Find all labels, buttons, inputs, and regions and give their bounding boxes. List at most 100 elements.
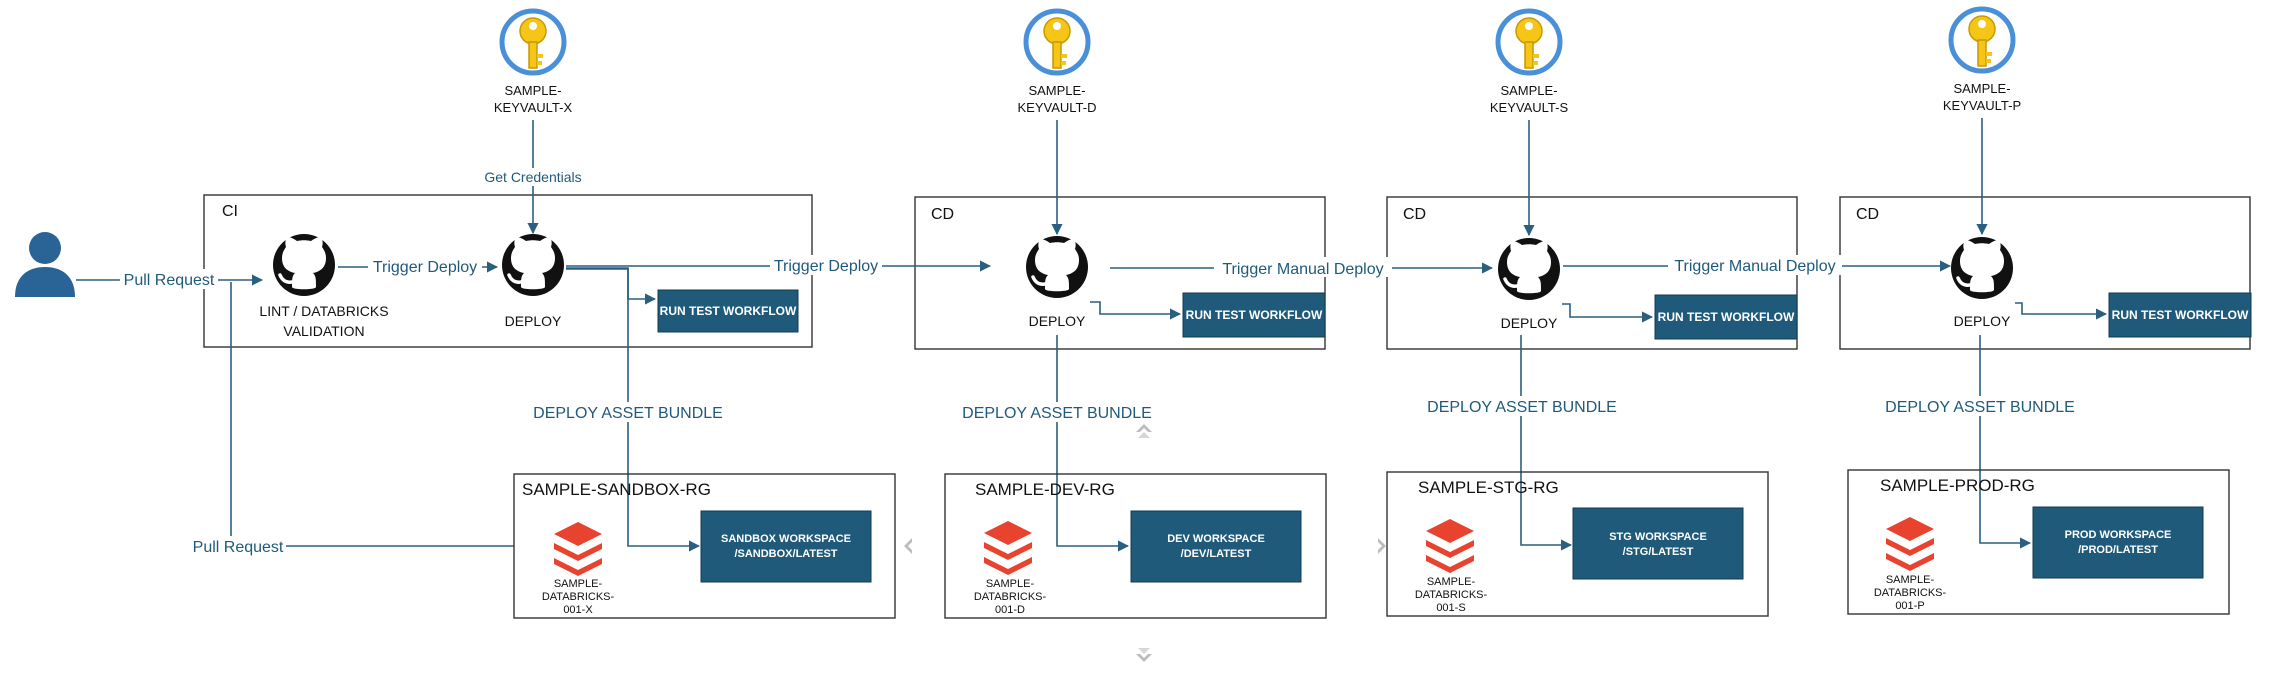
stage-title-cd-stg: CD xyxy=(1403,206,1426,223)
workspace-prod[interactable] xyxy=(2032,506,2204,579)
deploy-label-d: DEPLOY xyxy=(1029,313,1086,329)
trigger-label-1-bg xyxy=(368,256,482,276)
deploy-bundle-label-d-bg xyxy=(967,402,1147,422)
workspace-sandbox-line1: SANDBOX WORKSPACE xyxy=(721,533,851,545)
databricks-s-line3: 001-S xyxy=(1436,602,1465,614)
trigger-label-1: Trigger Deploy xyxy=(373,259,477,276)
keyvault-x-line1: SAMPLE- xyxy=(504,83,561,98)
deploy-bundle-label-d: DEPLOY ASSET BUNDLE xyxy=(962,405,1152,422)
databricks-x-icon xyxy=(554,522,602,576)
trigger-label-2-bg xyxy=(770,255,882,275)
workspace-dev-line2: /DEV/LATEST xyxy=(1181,548,1252,560)
databricks-s-line1: SAMPLE- xyxy=(1427,576,1476,588)
pull-request-label-bg xyxy=(120,269,218,289)
keyvault-p-line2: KEYVAULT-P xyxy=(1943,98,2021,113)
github-deploy-s-icon xyxy=(1496,236,1562,302)
databricks-p-line3: 001-P xyxy=(1895,600,1924,612)
get-credentials-bg xyxy=(470,168,596,186)
connector-run-test-x xyxy=(566,267,657,305)
databricks-x-line3: 001-X xyxy=(563,604,593,616)
user-icon xyxy=(15,232,75,297)
keyvault-x-line2: KEYVAULT-X xyxy=(494,100,573,115)
deploy-bundle-label-p: DEPLOY ASSET BUNDLE xyxy=(1885,399,2075,416)
rg-name-stg: SAMPLE-STG-RG xyxy=(1418,478,1559,497)
rg-box-stg xyxy=(1386,471,1769,617)
run-test-label-s: RUN TEST WORKFLOW xyxy=(1658,310,1795,324)
keyvault-s-line1: SAMPLE- xyxy=(1500,83,1557,98)
stage-title-cd-dev: CD xyxy=(931,206,954,223)
handle-left-icon[interactable] xyxy=(904,538,912,554)
workspace-prod-line2: /PROD/LATEST xyxy=(2078,544,2158,556)
pull-request-return-bg xyxy=(190,536,286,556)
connector-run-test-s xyxy=(1562,303,1654,323)
rg-name-sandbox: SAMPLE-SANDBOX-RG xyxy=(522,480,711,499)
deploy-bundle-label-x-bg xyxy=(538,402,718,422)
databricks-s-icon xyxy=(1426,519,1474,573)
databricks-d-line2: DATABRICKS- xyxy=(974,591,1047,603)
lint-label-line1: LINT / DATABRICKS xyxy=(259,303,388,319)
databricks-d-icon xyxy=(984,521,1032,575)
databricks-d-line3: 001-D xyxy=(995,604,1025,616)
workspace-sandbox-line2: /SANDBOX/LATEST xyxy=(734,548,837,560)
keyvault-d-line2: KEYVAULT-D xyxy=(1018,100,1097,115)
workspace-stg-line1: STG WORKSPACE xyxy=(1609,531,1707,543)
run-test-label-x: RUN TEST WORKFLOW xyxy=(660,304,797,318)
databricks-s-line2: DATABRICKS- xyxy=(1415,589,1488,601)
github-deploy-d-icon xyxy=(1024,234,1090,300)
workspace-dev-line1: DEV WORKSPACE xyxy=(1167,533,1265,545)
workspace-prod-line1: PROD WORKSPACE xyxy=(2065,529,2172,541)
stage-title-ci: CI xyxy=(222,203,238,220)
run-test-button-s[interactable] xyxy=(1654,294,1798,340)
stage-title-cd-prod: CD xyxy=(1856,206,1879,223)
keyvault-x-icon xyxy=(502,11,564,73)
workspace-dev[interactable] xyxy=(1130,510,1302,583)
databricks-p-icon xyxy=(1886,517,1934,571)
trigger-label-4: Trigger Manual Deploy xyxy=(1674,258,1835,275)
pull-request-return-label: Pull Request xyxy=(193,539,284,556)
pull-request-label: Pull Request xyxy=(124,272,215,289)
run-test-button-d[interactable] xyxy=(1182,292,1326,338)
keyvault-p-icon xyxy=(1951,9,2013,71)
rg-name-dev: SAMPLE-DEV-RG xyxy=(975,480,1115,499)
handle-right-icon[interactable] xyxy=(1378,538,1386,554)
rg-name-prod: SAMPLE-PROD-RG xyxy=(1880,476,2035,495)
deploy-label-x: DEPLOY xyxy=(505,313,562,329)
keyvault-d-icon xyxy=(1026,11,1088,73)
github-lint-icon xyxy=(271,232,337,298)
databricks-x-line2: DATABRICKS- xyxy=(542,591,615,603)
rg-box-sandbox xyxy=(513,473,896,619)
connector-run-test-p xyxy=(2015,302,2108,320)
databricks-p-line2: DATABRICKS- xyxy=(1874,587,1947,599)
connector-pull-request-return xyxy=(230,282,514,547)
databricks-p-line1: SAMPLE- xyxy=(1886,574,1935,586)
deploy-bundle-label-x: DEPLOY ASSET BUNDLE xyxy=(533,405,723,422)
deploy-bundle-label-s-bg xyxy=(1430,396,1612,416)
connector-deploy-bundle-p xyxy=(1979,335,2032,549)
github-deploy-p-icon xyxy=(1949,235,2015,301)
deploy-bundle-label-p-bg xyxy=(1890,396,2070,416)
keyvault-s-line2: KEYVAULT-S xyxy=(1490,100,1569,115)
trigger-label-3: Trigger Manual Deploy xyxy=(1222,261,1383,278)
deploy-label-s: DEPLOY xyxy=(1501,315,1558,331)
lint-label-line2: VALIDATION xyxy=(283,323,364,339)
handle-down-icon[interactable] xyxy=(1136,648,1152,662)
run-test-label-p: RUN TEST WORKFLOW xyxy=(2112,308,2249,322)
databricks-x-line1: SAMPLE- xyxy=(554,578,603,590)
workspace-stg[interactable] xyxy=(1572,507,1744,580)
run-test-button-p[interactable] xyxy=(2108,292,2252,338)
rg-box-prod xyxy=(1847,469,2230,615)
keyvault-d-line1: SAMPLE- xyxy=(1028,83,1085,98)
workspace-stg-line2: /STG/LATEST xyxy=(1623,546,1694,558)
deploy-label-p: DEPLOY xyxy=(1954,313,2011,329)
run-test-label-d: RUN TEST WORKFLOW xyxy=(1186,308,1323,322)
trigger-label-3-bg xyxy=(1214,257,1392,277)
deploy-bundle-label-s: DEPLOY ASSET BUNDLE xyxy=(1427,399,1617,416)
get-credentials-label: Get Credentials xyxy=(484,169,581,185)
connector-deploy-bundle-s xyxy=(1520,335,1573,551)
handle-up-icon[interactable] xyxy=(1136,424,1152,438)
connector-run-test-d xyxy=(1090,301,1182,320)
rg-box-dev xyxy=(944,473,1327,619)
workspace-sandbox[interactable] xyxy=(700,510,872,583)
run-test-button-x[interactable] xyxy=(657,289,799,333)
